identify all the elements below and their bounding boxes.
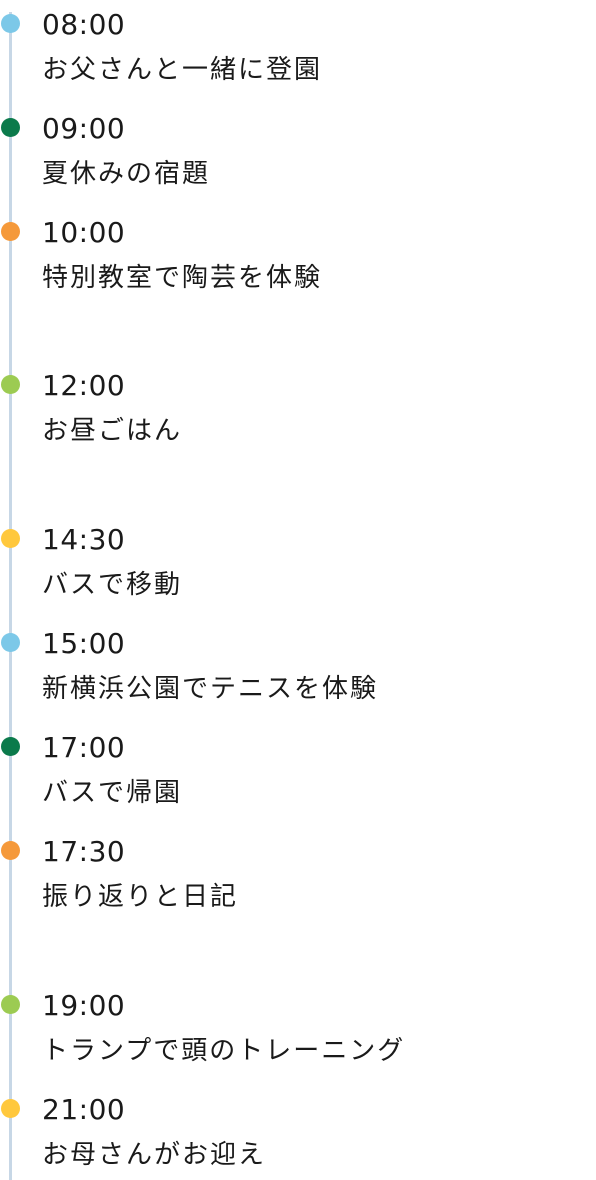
event-time: 10:00 xyxy=(42,216,126,249)
event-title: 夏休みの宿題 xyxy=(42,159,211,189)
timeline-dot xyxy=(1,118,20,137)
event-time: 12:00 xyxy=(42,369,126,402)
event-title: お昼ごはん xyxy=(42,416,183,446)
timeline-dot xyxy=(1,841,20,860)
event-time: 21:00 xyxy=(42,1093,126,1126)
event-title: バスで移動 xyxy=(42,570,183,600)
timeline-dot xyxy=(1,529,20,548)
event-time: 08:00 xyxy=(42,8,126,41)
event-title: お母さんがお迎え xyxy=(42,1140,267,1170)
timeline-line xyxy=(9,12,12,1180)
event-title: 特別教室で陶芸を体験 xyxy=(42,263,323,293)
event-title: 新横浜公園でテニスを体験 xyxy=(42,674,379,704)
timeline-dot xyxy=(1,222,20,241)
event-title: 振り返りと日記 xyxy=(42,882,239,912)
event-time: 09:00 xyxy=(42,112,126,145)
timeline-dot xyxy=(1,375,20,394)
event-title: トランプで頭のトレーニング xyxy=(42,1036,406,1066)
event-time: 17:00 xyxy=(42,731,126,764)
event-time: 14:30 xyxy=(42,523,126,556)
event-title: バスで帰園 xyxy=(42,778,183,808)
timeline-dot xyxy=(1,1099,20,1118)
event-time: 17:30 xyxy=(42,835,126,868)
timeline-dot xyxy=(1,633,20,652)
timeline-dot xyxy=(1,14,20,33)
event-time: 19:00 xyxy=(42,989,126,1022)
timeline-dot xyxy=(1,995,20,1014)
event-title: お父さんと一緒に登園 xyxy=(42,55,323,85)
timeline-dot xyxy=(1,737,20,756)
event-time: 15:00 xyxy=(42,627,126,660)
